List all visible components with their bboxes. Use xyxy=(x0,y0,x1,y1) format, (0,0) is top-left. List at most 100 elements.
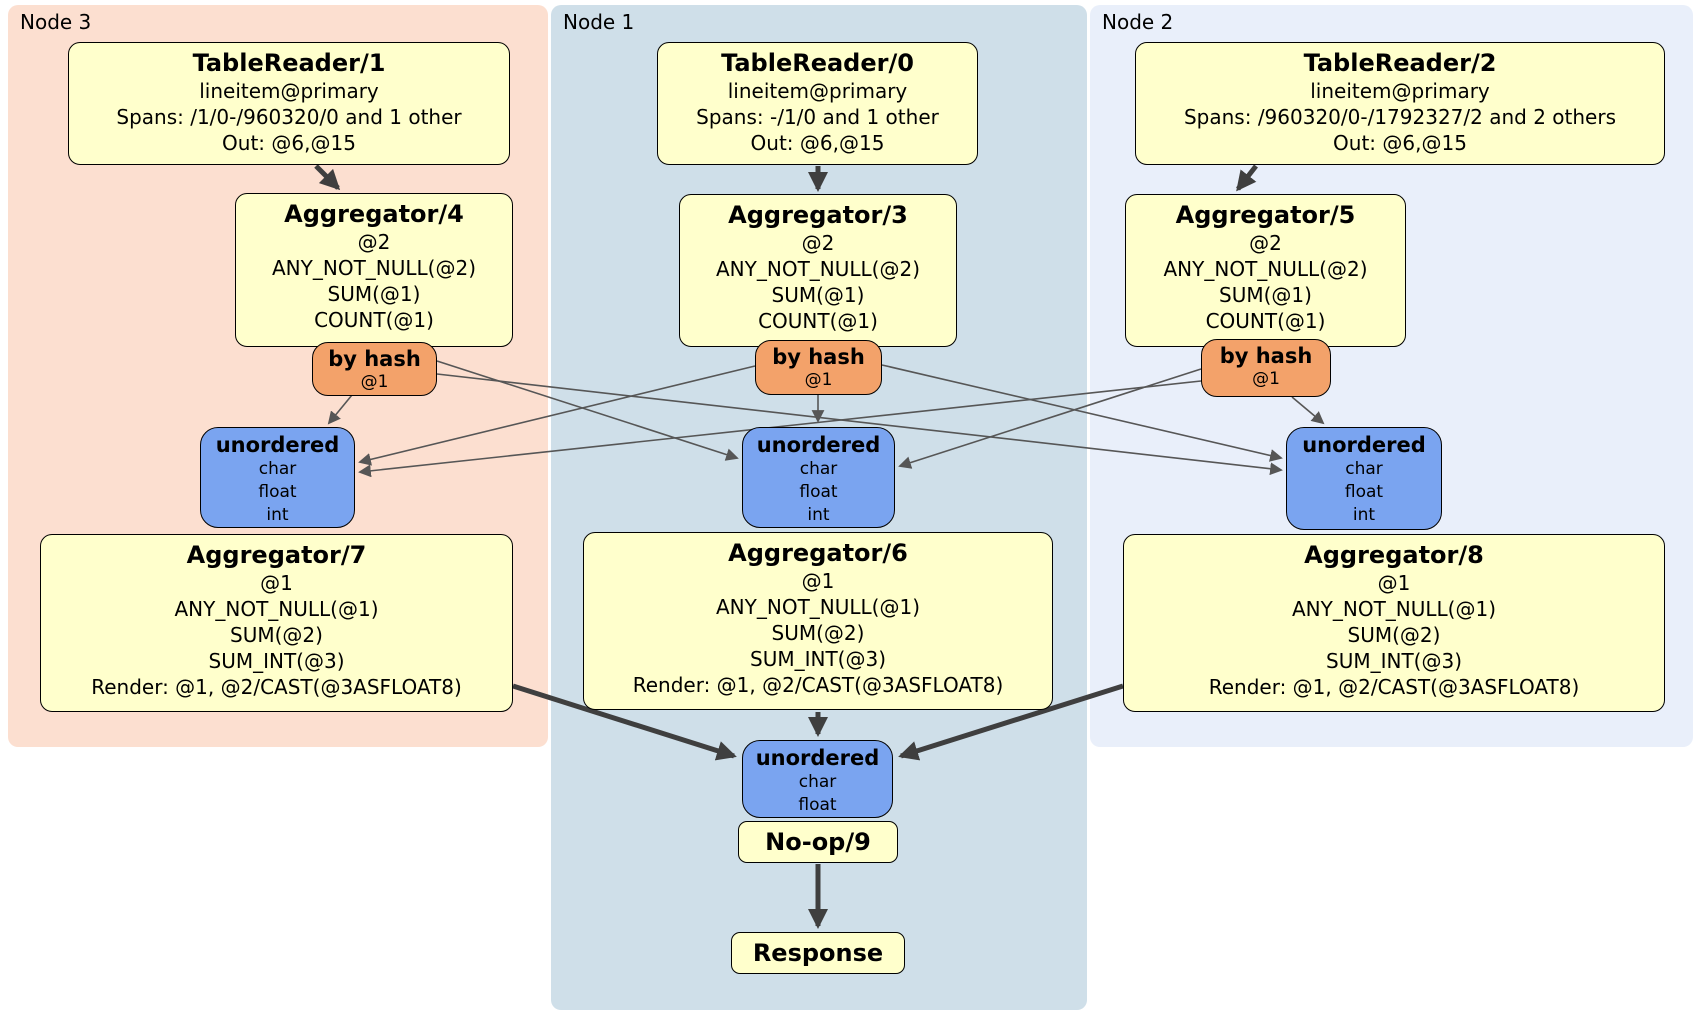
box-line: @1 xyxy=(1377,571,1411,595)
band-label-node1: Node 1 xyxy=(563,10,635,34)
box-line: COUNT(@1) xyxy=(758,309,878,333)
box-line: SUM_INT(@3) xyxy=(208,649,345,673)
aggregator-3-box: Aggregator/3 @2 ANY_NOT_NULL(@2) SUM(@1)… xyxy=(679,194,957,347)
unordered-sync-node3: unordered char float int xyxy=(200,427,355,528)
box-title: Aggregator/3 xyxy=(728,201,908,229)
box-title: Aggregator/7 xyxy=(186,541,367,569)
box-line: SUM(@2) xyxy=(1347,623,1441,647)
edge-byhash3-unordered1 xyxy=(436,360,739,461)
box-title: TableReader/2 xyxy=(1303,49,1497,77)
unordered-sync-node1: unordered char float int xyxy=(742,427,895,528)
aggregator-7-box: Aggregator/7 @1 ANY_NOT_NULL(@1) SUM(@2)… xyxy=(40,534,513,712)
sync-title: unordered xyxy=(215,433,340,457)
edge-byhash3-unordered2 xyxy=(436,373,1283,476)
sync-title: unordered xyxy=(756,433,881,457)
sync-line: float xyxy=(798,795,837,815)
box-line: Out: @6,@15 xyxy=(1333,131,1467,155)
box-line: @2 xyxy=(357,230,391,254)
router-title: by hash xyxy=(1219,344,1313,368)
box-title: Response xyxy=(752,939,884,967)
box-line: ANY_NOT_NULL(@2) xyxy=(1163,257,1368,281)
box-title: Aggregator/5 xyxy=(1175,201,1356,229)
box-title: No-op/9 xyxy=(765,828,871,856)
box-line: @2 xyxy=(1249,231,1282,255)
aggregator-4-box: Aggregator/4 @2 ANY_NOT_NULL(@2) SUM(@1)… xyxy=(235,193,513,347)
box-line: COUNT(@1) xyxy=(314,308,434,332)
sync-line: char xyxy=(798,772,837,792)
box-line: lineitem@primary xyxy=(199,79,379,103)
aggregator-8-box: Aggregator/8 @1 ANY_NOT_NULL(@1) SUM(@2)… xyxy=(1123,534,1665,712)
tablereader-1-box: TableReader/1 lineitem@primary Spans: /1… xyxy=(68,42,510,165)
box-line: Spans: -/1/0 and 1 other xyxy=(696,105,939,129)
box-line: ANY_NOT_NULL(@1) xyxy=(174,597,379,621)
edge-byhash2-unordered2 xyxy=(1291,396,1325,425)
band-label-node3: Node 3 xyxy=(20,10,92,34)
edge-byhash3-unordered3 xyxy=(327,394,353,425)
edge-tr2-agg5 xyxy=(1236,164,1258,192)
thick-edges xyxy=(314,164,1258,929)
noop-9-box: No-op/9 xyxy=(738,821,898,863)
aggregator-6-box: Aggregator/6 @1 ANY_NOT_NULL(@1) SUM(@2)… xyxy=(583,532,1053,710)
router-title: by hash xyxy=(772,345,865,369)
sync-line: int xyxy=(1352,505,1376,525)
edge-byhash1-unordered2 xyxy=(881,364,1283,462)
router-line: @1 xyxy=(360,372,389,392)
edge-byhash1-unordered3 xyxy=(358,365,756,466)
box-title: Aggregator/6 xyxy=(728,539,908,567)
response-box: Response xyxy=(731,932,905,974)
tablereader-2-box: TableReader/2 lineitem@primary Spans: /9… xyxy=(1135,42,1665,165)
unordered-sync-final: unordered char float xyxy=(742,740,893,818)
sync-line: char xyxy=(1345,459,1383,479)
thin-edges xyxy=(327,360,1325,478)
router-line: @1 xyxy=(804,370,833,390)
sync-line: float xyxy=(1344,482,1384,502)
sync-line: float xyxy=(258,482,297,502)
edge-agg7-unordered xyxy=(512,683,737,761)
aggregator-5-box: Aggregator/5 @2 ANY_NOT_NULL(@2) SUM(@1)… xyxy=(1125,194,1406,347)
box-line: SUM(@2) xyxy=(230,623,323,647)
box-line: lineitem@primary xyxy=(727,79,908,103)
box-line: @1 xyxy=(260,571,293,595)
sync-line: int xyxy=(266,505,289,525)
box-line: Render: @1, @2/CAST(@3ASFLOAT8) xyxy=(1208,675,1580,699)
band-label-node2: Node 2 xyxy=(1102,10,1174,34)
edge-agg8-unordered xyxy=(898,683,1124,761)
box-line: SUM(@1) xyxy=(327,282,421,306)
box-line: @2 xyxy=(801,231,835,255)
router-line: @1 xyxy=(1252,369,1280,389)
box-line: ANY_NOT_NULL(@1) xyxy=(716,595,920,619)
box-line: lineitem@primary xyxy=(1310,79,1490,103)
sync-line: float xyxy=(799,482,838,502)
box-line: SUM(@1) xyxy=(1219,283,1312,307)
box-line: SUM(@2) xyxy=(771,621,865,645)
unordered-sync-node2: unordered char float int xyxy=(1286,427,1442,530)
box-line: Spans: /1/0-/960320/0 and 1 other xyxy=(116,105,462,129)
box-line: ANY_NOT_NULL(@2) xyxy=(272,256,476,280)
hash-router-node1: by hash @1 xyxy=(755,340,882,395)
box-line: SUM(@1) xyxy=(771,283,865,307)
hash-router-node3: by hash @1 xyxy=(312,342,437,396)
tablereader-0-box: TableReader/0 lineitem@primary Spans: -/… xyxy=(657,42,978,165)
box-line: Render: @1, @2/CAST(@3ASFLOAT8) xyxy=(91,675,462,699)
box-title: Aggregator/4 xyxy=(284,200,464,228)
box-line: ANY_NOT_NULL(@2) xyxy=(716,257,920,281)
box-line: COUNT(@1) xyxy=(1205,309,1326,333)
edge-byhash2-unordered3 xyxy=(358,380,1202,478)
box-line: Out: @6,@15 xyxy=(750,131,885,155)
box-line: Render: @1, @2/CAST(@3ASFLOAT8) xyxy=(632,673,1004,697)
box-line: @1 xyxy=(801,569,835,593)
sync-line: char xyxy=(799,459,838,479)
box-line: SUM_INT(@3) xyxy=(1326,649,1462,673)
box-line: ANY_NOT_NULL(@1) xyxy=(1292,597,1496,621)
box-line: Spans: /960320/0-/1792327/2 and 2 others xyxy=(1183,105,1616,129)
edge-byhash2-unordered1 xyxy=(898,368,1202,469)
sync-line: char xyxy=(258,459,297,479)
sync-title: unordered xyxy=(755,746,880,770)
router-title: by hash xyxy=(328,347,421,371)
box-title: Aggregator/8 xyxy=(1304,541,1484,569)
box-title: TableReader/0 xyxy=(721,49,914,77)
edge-tr1-agg4 xyxy=(314,164,341,191)
box-title: TableReader/1 xyxy=(192,49,386,77)
